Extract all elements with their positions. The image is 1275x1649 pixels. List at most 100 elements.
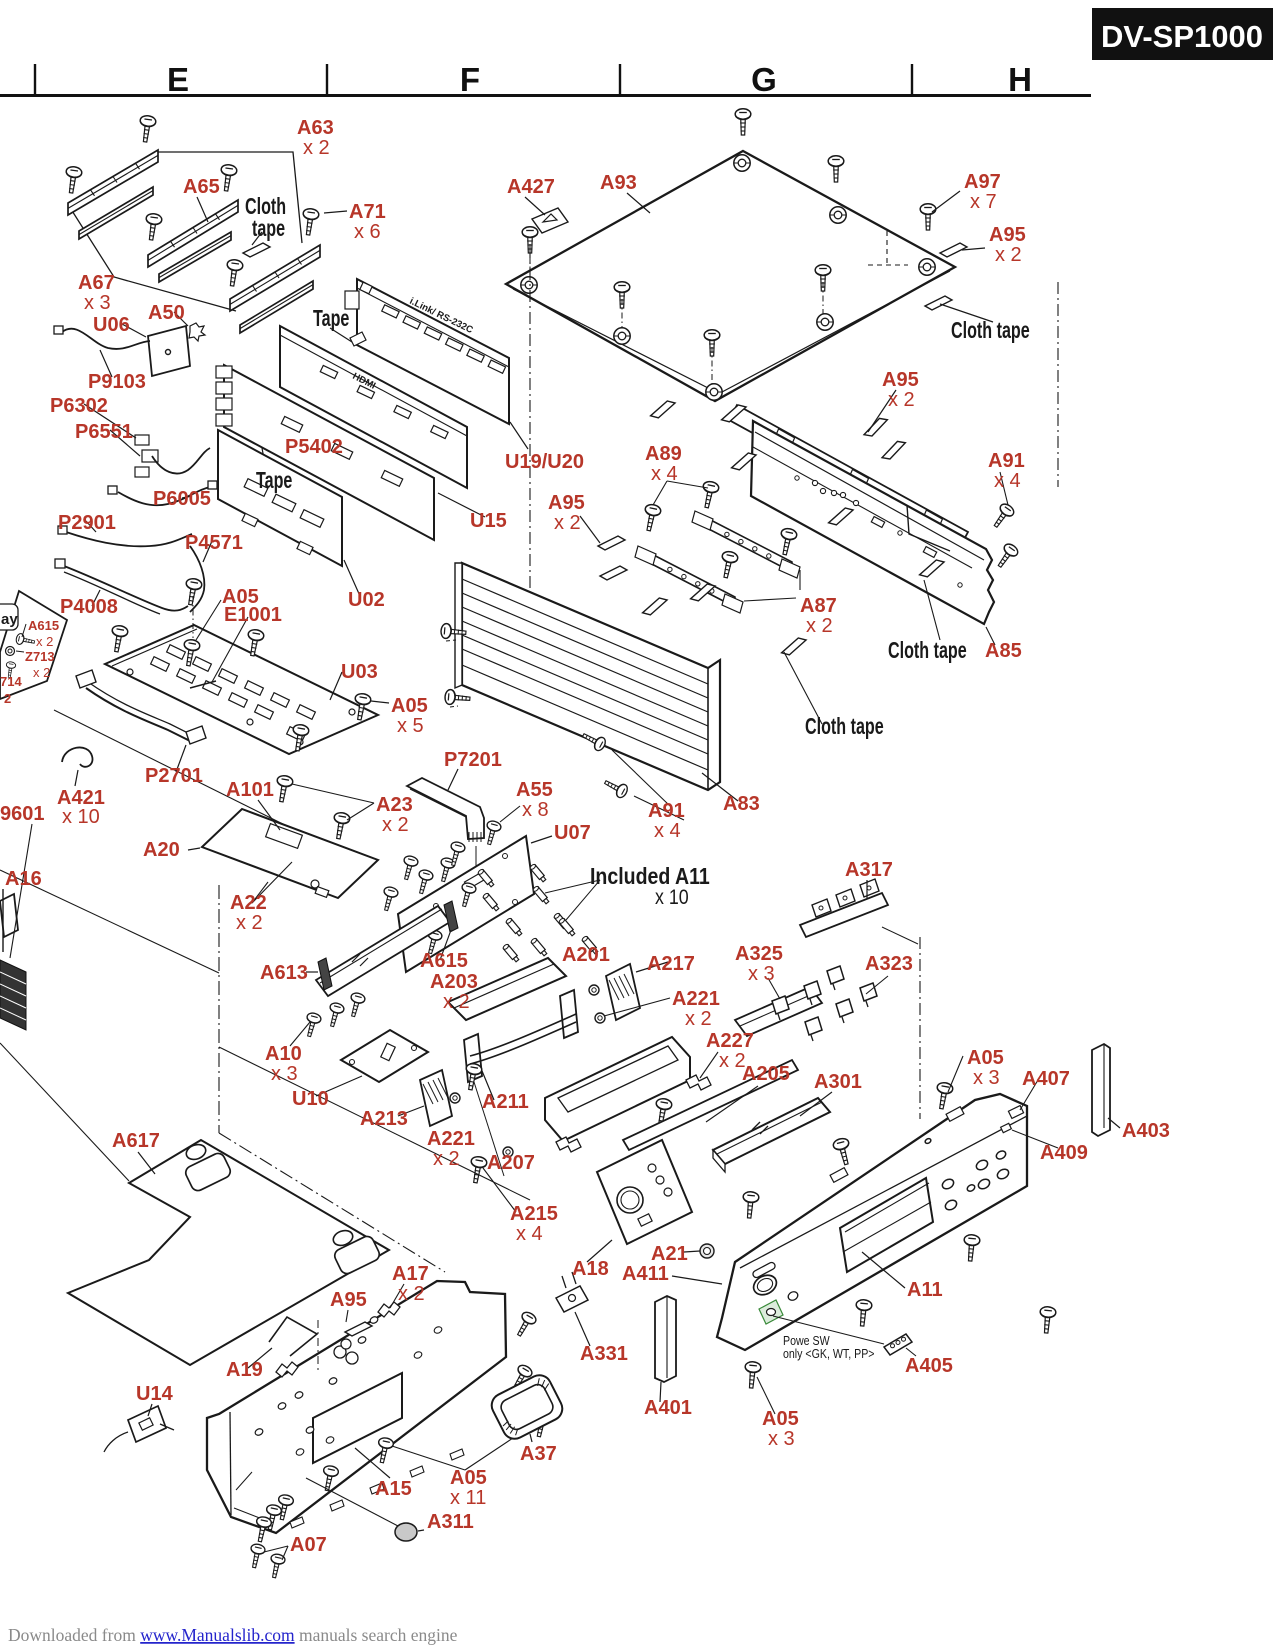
svg-text:U14: U14 — [136, 1383, 174, 1405]
svg-text:DV-SP1000: DV-SP1000 — [1101, 19, 1263, 54]
svg-text:A63: A63 — [297, 117, 334, 139]
svg-text:x 4: x 4 — [654, 820, 681, 842]
svg-text:x 3: x 3 — [748, 963, 775, 985]
svg-text:x 8: x 8 — [522, 799, 549, 821]
svg-text:A05: A05 — [450, 1467, 487, 1489]
svg-text:U19/U20: U19/U20 — [505, 451, 584, 473]
svg-text:x 2: x 2 — [685, 1008, 712, 1030]
svg-text:A401: A401 — [644, 1397, 692, 1419]
svg-text:x 2: x 2 — [398, 1283, 425, 1305]
svg-text:Cloth tape: Cloth tape — [888, 638, 967, 663]
svg-text:A21: A21 — [651, 1243, 688, 1265]
svg-text:A411: A411 — [622, 1263, 669, 1285]
svg-text:A311: A311 — [427, 1511, 474, 1533]
svg-text:A613: A613 — [260, 962, 308, 984]
svg-text:A407: A407 — [1022, 1068, 1070, 1090]
svg-text:P9103: P9103 — [88, 371, 146, 393]
svg-text:P2901: P2901 — [58, 512, 116, 534]
svg-text:A18: A18 — [572, 1258, 609, 1280]
svg-text:A203: A203 — [430, 971, 478, 993]
svg-text:G: G — [751, 61, 777, 98]
svg-text:A87: A87 — [800, 595, 837, 617]
svg-text:A10: A10 — [265, 1043, 302, 1065]
svg-text:A93: A93 — [600, 172, 637, 194]
svg-text:x 2: x 2 — [382, 814, 409, 836]
svg-text:A221: A221 — [427, 1128, 475, 1150]
svg-text:A331: A331 — [580, 1343, 628, 1365]
svg-text:P4571: P4571 — [185, 532, 243, 554]
svg-text:x 2: x 2 — [303, 137, 330, 159]
svg-text:A22: A22 — [230, 892, 267, 914]
svg-text:x 2: x 2 — [719, 1050, 746, 1072]
svg-text:A207: A207 — [487, 1152, 535, 1174]
svg-text:A91: A91 — [988, 450, 1025, 472]
svg-text:A05: A05 — [222, 586, 259, 608]
svg-text:A11: A11 — [907, 1279, 943, 1301]
svg-text:Cloth tape: Cloth tape — [805, 714, 884, 739]
svg-text:x 2: x 2 — [806, 615, 833, 637]
svg-text:x 3: x 3 — [973, 1067, 1000, 1089]
svg-text:A37: A37 — [520, 1443, 557, 1465]
svg-text:x 4: x 4 — [651, 463, 678, 485]
svg-text:P6302: P6302 — [50, 395, 108, 417]
svg-text:ay: ay — [1, 611, 18, 628]
svg-text:A227: A227 — [706, 1030, 754, 1052]
svg-text:A91: A91 — [648, 800, 685, 822]
svg-text:P7201: P7201 — [444, 749, 502, 771]
svg-text:x 2: x 2 — [433, 1148, 460, 1170]
svg-text:A217: A217 — [647, 953, 695, 975]
svg-text:x 2: x 2 — [236, 912, 263, 934]
svg-text:Cloth: Cloth — [245, 194, 286, 219]
svg-text:x 5: x 5 — [397, 715, 424, 737]
svg-text:x 6: x 6 — [354, 221, 381, 243]
svg-text:A317: A317 — [845, 859, 893, 881]
svg-text:Cloth tape: Cloth tape — [951, 318, 1030, 343]
svg-text:A95: A95 — [330, 1289, 367, 1311]
svg-text:x 2: x 2 — [36, 634, 53, 649]
svg-text:A50: A50 — [148, 302, 185, 324]
svg-text:x 3: x 3 — [84, 292, 111, 314]
svg-text:x 4: x 4 — [516, 1223, 543, 1245]
svg-text:A05: A05 — [762, 1408, 799, 1430]
svg-text:A213: A213 — [360, 1108, 408, 1130]
svg-text:x 11: x 11 — [450, 1487, 486, 1509]
svg-text:A615: A615 — [28, 618, 59, 633]
svg-text:x 2: x 2 — [33, 665, 50, 680]
svg-text:only <GK, WT, PP>: only <GK, WT, PP> — [783, 1347, 875, 1361]
svg-text:x 7: x 7 — [970, 191, 997, 213]
svg-text:A615: A615 — [420, 950, 468, 972]
svg-text:A205: A205 — [742, 1063, 790, 1085]
svg-text:A617: A617 — [112, 1130, 160, 1152]
svg-text:A427: A427 — [507, 176, 555, 198]
svg-text:x 10: x 10 — [62, 806, 100, 828]
svg-text:Tape: Tape — [313, 306, 349, 331]
svg-text:9601: 9601 — [0, 803, 45, 825]
svg-text:A20: A20 — [143, 839, 180, 861]
svg-text:U03: U03 — [341, 661, 378, 683]
svg-text:P5402: P5402 — [285, 436, 343, 458]
svg-text:x 4: x 4 — [994, 470, 1021, 492]
svg-text:U10: U10 — [292, 1088, 329, 1110]
svg-text:U02: U02 — [348, 589, 385, 611]
svg-text:A05: A05 — [967, 1047, 1004, 1069]
svg-text:E: E — [167, 61, 189, 98]
svg-text:tape: tape — [252, 216, 285, 241]
svg-text:A95: A95 — [548, 492, 585, 514]
svg-text:A07: A07 — [290, 1534, 327, 1556]
svg-text:A215: A215 — [510, 1203, 558, 1225]
svg-text:x 2: x 2 — [554, 512, 581, 534]
svg-text:A23: A23 — [376, 794, 413, 816]
svg-text:x 2: x 2 — [888, 389, 915, 411]
svg-text:A05: A05 — [391, 695, 428, 717]
svg-text:714: 714 — [0, 674, 22, 689]
svg-text:A15: A15 — [375, 1478, 412, 1500]
svg-text:A17: A17 — [392, 1263, 429, 1285]
svg-text:A89: A89 — [645, 443, 682, 465]
svg-text:A83: A83 — [723, 793, 760, 815]
svg-text:A301: A301 — [814, 1071, 862, 1093]
svg-text:A409: A409 — [1040, 1142, 1088, 1164]
svg-text:A85: A85 — [985, 640, 1022, 662]
svg-text:A67: A67 — [78, 272, 115, 294]
svg-text:A19: A19 — [226, 1359, 263, 1381]
svg-text:U06: U06 — [93, 314, 130, 336]
